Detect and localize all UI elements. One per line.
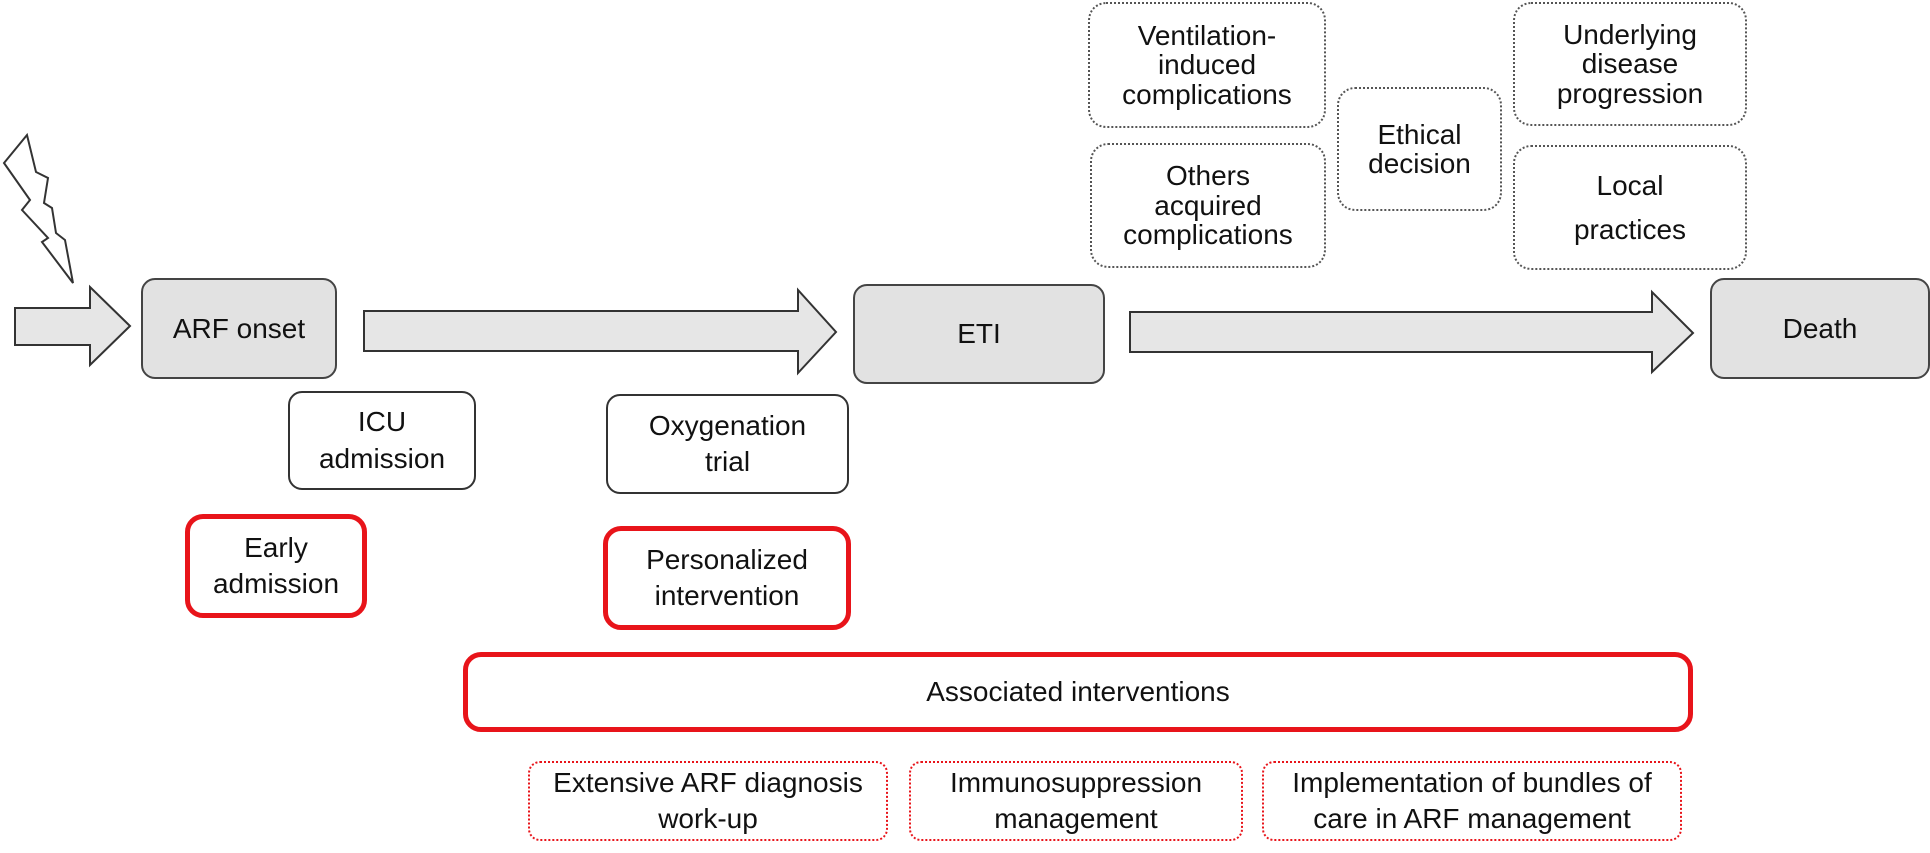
associated-interventions-box: Associated interventions: [463, 652, 1693, 732]
icu-admission-box: ICU admission: [288, 391, 476, 490]
personalized-intervention-box: Personalized intervention: [603, 526, 851, 630]
early-admission-box: Early admission: [185, 514, 367, 618]
underlying-disease-box: Underlying disease progression: [1513, 2, 1747, 126]
arrow-eti-to-death: [1129, 289, 1695, 375]
other-complications-box: Others acquired complications: [1090, 143, 1326, 268]
lightning-bolt-icon: [2, 132, 74, 284]
associated-item-immunosuppression: Immunosuppression management: [909, 761, 1243, 841]
associated-item-bundles: Implementation of bundles of care in ARF…: [1262, 761, 1682, 841]
associated-item-diagnosis: Extensive ARF diagnosis work-up: [528, 761, 888, 841]
input-arrow: [14, 284, 132, 368]
arf-onset-node: ARF onset: [141, 278, 337, 379]
ventilation-complications-box: Ventilation- induced complications: [1088, 2, 1326, 128]
death-node: Death: [1710, 278, 1930, 379]
ethical-decision-box: Ethical decision: [1337, 87, 1502, 211]
arrow-onset-to-eti: [363, 287, 838, 376]
local-practices-box: Local practices: [1513, 145, 1747, 270]
eti-node: ETI: [853, 284, 1105, 384]
oxygenation-trial-box: Oxygenation trial: [606, 394, 849, 494]
